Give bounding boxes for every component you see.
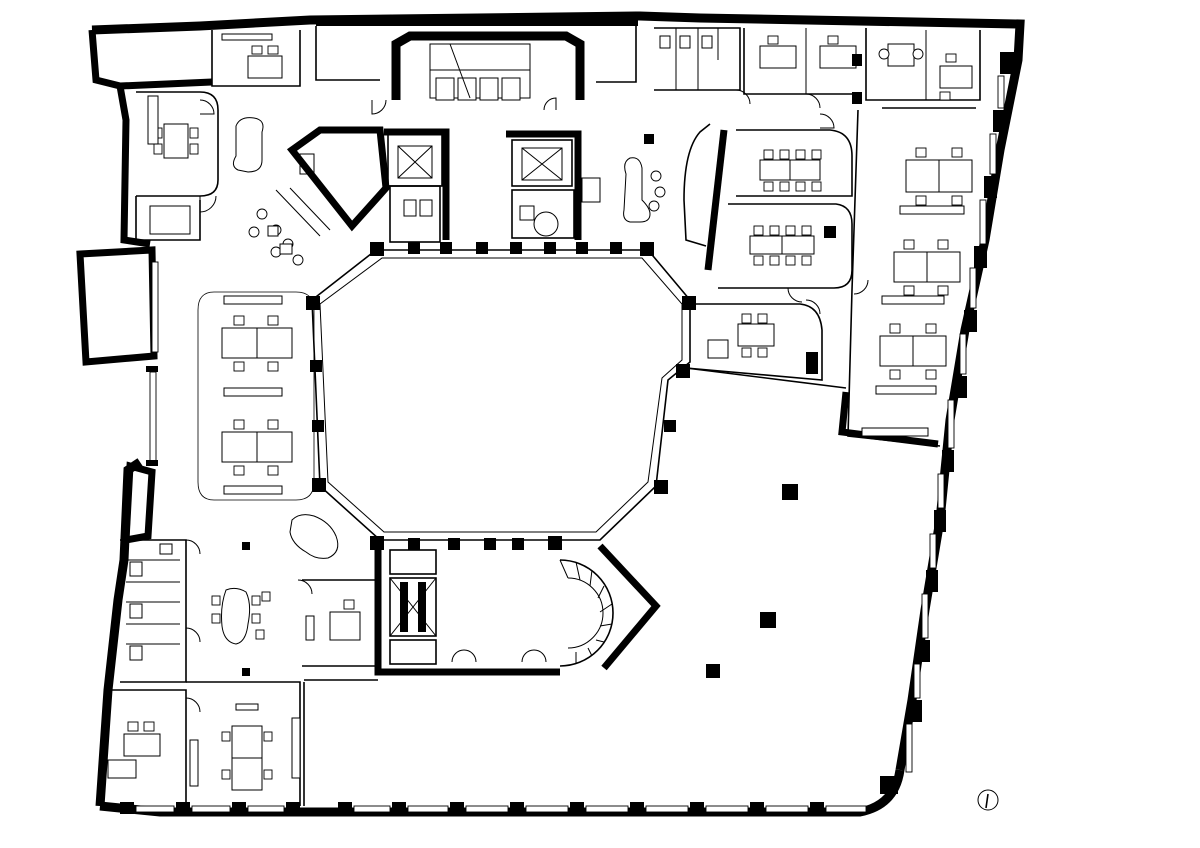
left-facade — [122, 261, 159, 545]
central-courtyard — [306, 242, 696, 550]
right-core — [506, 130, 666, 240]
southeast-open-floor — [303, 484, 798, 806]
bottom-windows — [135, 805, 867, 813]
left-open-office — [197, 187, 331, 501]
lower-left-rooms — [107, 514, 377, 806]
right-windows — [905, 75, 1005, 773]
left-core — [286, 126, 450, 243]
top-right-rooms — [654, 27, 981, 104]
door-swings — [185, 89, 869, 713]
bottom-core — [374, 543, 661, 676]
facade-piers — [880, 52, 1014, 794]
east-open-office — [838, 107, 976, 448]
north-arrow — [977, 789, 999, 811]
top-left-offices — [135, 30, 301, 241]
meeting-rooms — [683, 123, 853, 389]
top-stair-core — [315, 20, 638, 101]
bottom-facade-piers — [120, 802, 824, 814]
